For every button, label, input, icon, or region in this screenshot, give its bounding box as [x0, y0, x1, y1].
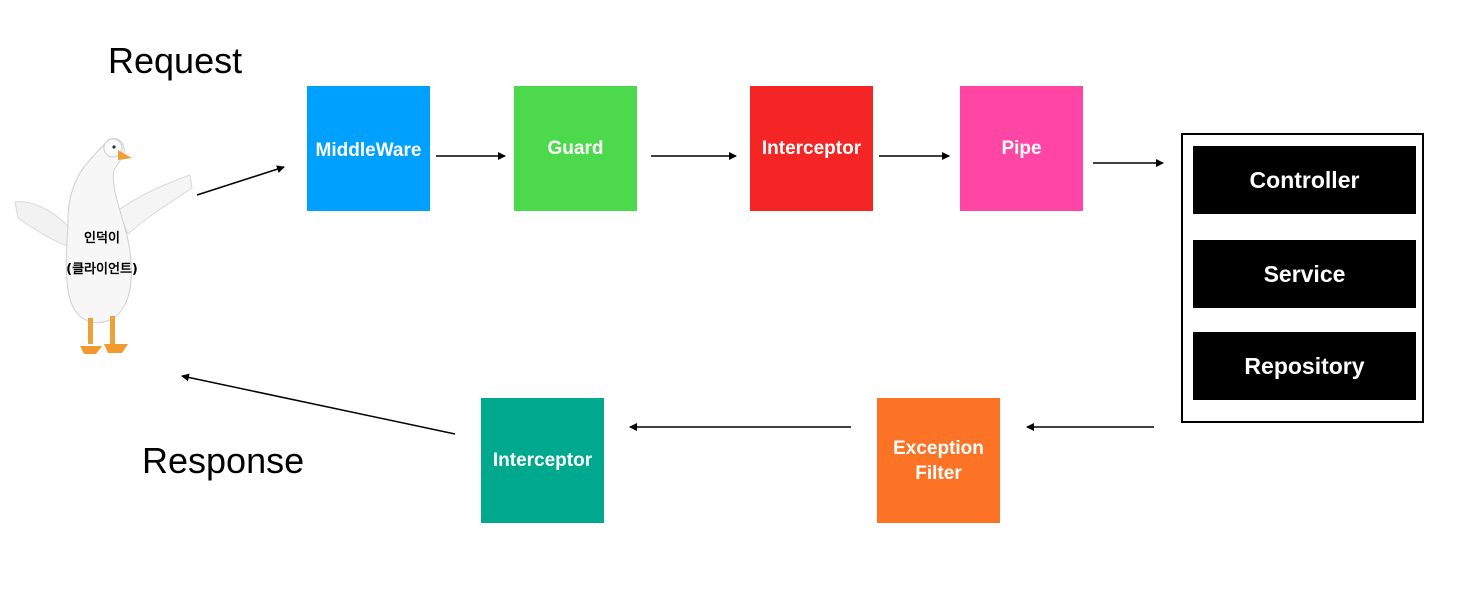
request-interceptor-box: Interceptor	[750, 86, 873, 211]
guard-box: Guard	[514, 86, 637, 211]
client-name: 인덕이	[84, 231, 120, 246]
arrow-client-to-middleware	[196, 165, 285, 196]
pipe-box: Pipe	[960, 86, 1083, 211]
arrow-interceptor-to-client	[181, 373, 456, 435]
client-role: (클라이언트)	[66, 262, 138, 277]
service-layer: Service	[1193, 240, 1416, 308]
middleware-box: MiddleWare	[307, 86, 430, 211]
request-label: Request	[108, 40, 243, 81]
app-layers-container: Controller Service Repository	[1181, 133, 1424, 423]
goose-client-image	[14, 138, 193, 354]
repository-layer: Repository	[1193, 332, 1416, 400]
response-label: Response	[142, 440, 305, 481]
response-interceptor-box: Interceptor	[481, 398, 604, 523]
exception-filter-box: Exception Filter	[877, 398, 1000, 523]
controller-layer: Controller	[1193, 146, 1416, 214]
